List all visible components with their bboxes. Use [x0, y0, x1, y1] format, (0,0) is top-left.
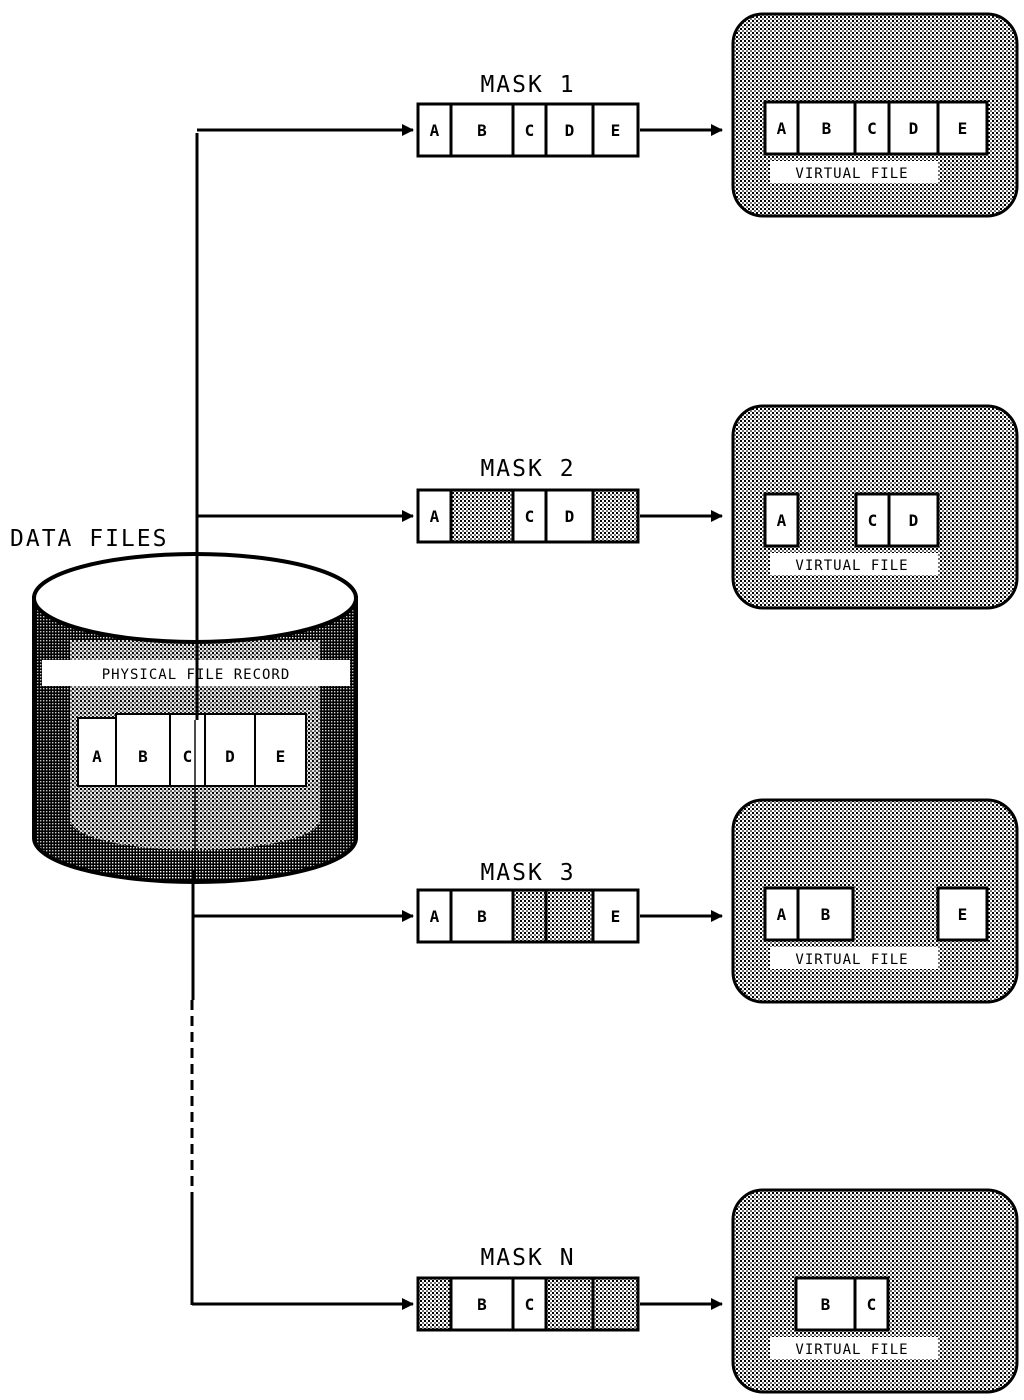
virtual-field-label: B	[821, 905, 831, 924]
virtual-field-label: B	[821, 1295, 831, 1314]
virtual-field-label: A	[777, 119, 787, 138]
mask-cell-label: B	[477, 121, 487, 140]
mask-title: MASK 1	[480, 72, 575, 98]
virtual-file-label: VIRTUAL FILE	[795, 166, 908, 182]
mask-cell-label: B	[477, 1295, 487, 1314]
virtual-field-label: B	[822, 119, 832, 138]
mask-title: MASK 3	[480, 860, 575, 886]
virtual-field-label: C	[867, 119, 877, 138]
mask-cell-label: C	[525, 507, 535, 526]
mask-cell-label: B	[477, 907, 487, 926]
physical-record-fields: A B C D E	[78, 714, 306, 786]
virtual-file-label: VIRTUAL FILE	[795, 952, 908, 968]
virtual-field-label: A	[777, 511, 787, 530]
mask-row: MASK 1 A B C D E A B C D E VIRTUAL FILE	[197, 14, 1017, 216]
mask-cell-label: D	[565, 507, 575, 526]
virtual-field-label: A	[777, 905, 787, 924]
mask-cell-label: A	[430, 121, 440, 140]
masked-cell	[418, 1278, 451, 1330]
physical-field-label: C	[183, 747, 193, 766]
virtual-field-label: D	[909, 119, 919, 138]
virtual-file-label: VIRTUAL FILE	[795, 558, 908, 574]
masked-cell	[513, 890, 546, 942]
mask-cell-label: C	[525, 121, 535, 140]
virtual-field-label: C	[868, 511, 878, 530]
physical-field-label: A	[92, 747, 102, 766]
physical-field-label: B	[138, 747, 148, 766]
virtual-field-label: E	[958, 119, 968, 138]
virtual-file-label: VIRTUAL FILE	[795, 1342, 908, 1358]
mask-title: MASK N	[480, 1245, 575, 1271]
masked-cell	[451, 490, 513, 542]
mask-title: MASK 2	[480, 456, 575, 482]
mask-cell-label: E	[611, 907, 621, 926]
virtual-field-label: E	[958, 905, 968, 924]
mask-row: MASK N B C B C VIRTUAL FILE	[192, 1190, 1017, 1392]
virtual-field-label: D	[909, 511, 919, 530]
mask-cell-label: D	[565, 121, 575, 140]
physical-field-label: D	[225, 747, 235, 766]
mask-cell-label: C	[525, 1295, 535, 1314]
virtual-field-label: C	[867, 1295, 877, 1314]
mask-cell-label: A	[430, 507, 440, 526]
masked-cell	[546, 890, 593, 942]
data-files-title: DATA FILES	[10, 526, 168, 552]
masked-cell	[546, 1278, 593, 1330]
masked-cell	[593, 490, 638, 542]
masked-cell	[593, 1278, 638, 1330]
mask-cell-label: E	[611, 121, 621, 140]
mask-cell-label: A	[430, 907, 440, 926]
physical-field-label: E	[276, 747, 286, 766]
